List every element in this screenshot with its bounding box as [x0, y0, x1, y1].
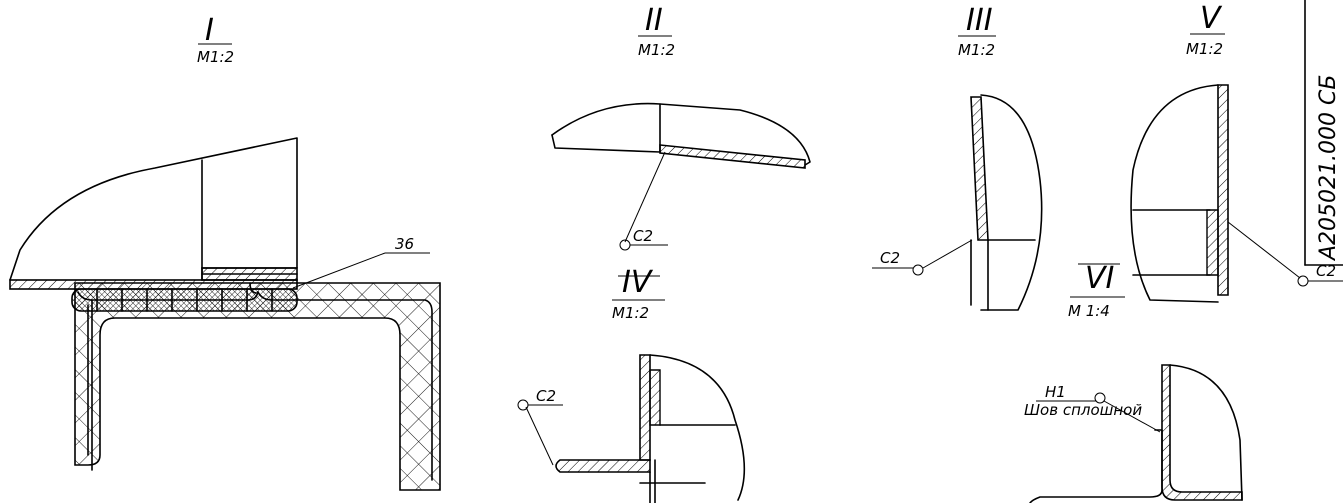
callout-36: 36: [395, 235, 414, 253]
callout-c2-iii: C2: [880, 249, 900, 267]
view-iii-scale: M1:2: [958, 41, 995, 59]
callout-c2-v: C2: [1316, 262, 1336, 280]
view-i: I M1:2 36: [9, 13, 441, 491]
view-vi: VI M 1:4 H1 Шов сплошной: [1024, 261, 1243, 503]
view-v-title: V: [1200, 1, 1223, 36]
plate: [9, 279, 298, 290]
view-iv: IV M1:2 C2: [517, 265, 746, 503]
view-v-scale: M1:2: [1186, 40, 1223, 58]
weld-note: Шов сплошной: [1024, 401, 1142, 419]
view-v: V M1:2 C2: [1130, 1, 1343, 303]
cover-body: [9, 137, 298, 281]
view-iii: III M1:2 C2: [872, 3, 1043, 311]
view-i-scale: M1:2: [197, 48, 234, 66]
title-block: А205021.000 СБ: [1304, 0, 1343, 266]
callout-c2-iv: C2: [536, 387, 556, 405]
view-ii-scale: M1:2: [638, 41, 675, 59]
gasket-strip: [71, 288, 298, 312]
channel-section: [74, 282, 441, 491]
view-iii-title: III: [966, 3, 993, 38]
view-iv-scale: M1:2: [612, 304, 649, 322]
view-ii-title: II: [645, 3, 663, 38]
view-i-title: I: [205, 13, 214, 48]
view-vi-title: VI: [1085, 261, 1115, 296]
view-ii: II M1:2 C2: [551, 3, 811, 251]
view-iv-title: IV: [622, 265, 654, 300]
drawing-code: А205021.000 СБ: [1316, 75, 1341, 262]
callout-c2-ii: C2: [633, 227, 653, 245]
callout-h1: H1: [1045, 383, 1066, 401]
view-vi-scale: M 1:4: [1068, 302, 1110, 320]
